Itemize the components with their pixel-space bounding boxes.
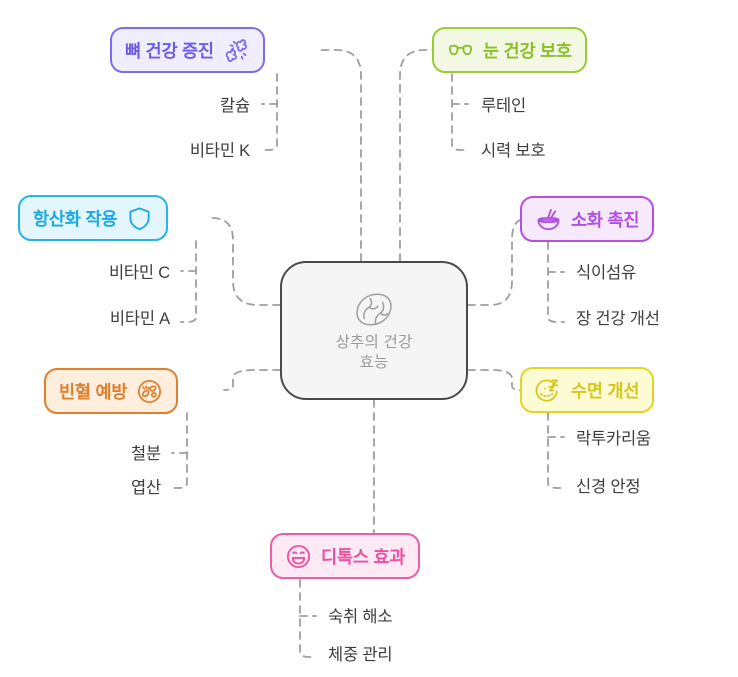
leaf-connector-antiox bbox=[180, 240, 197, 323]
leaf-bone-health-1: 비타민 K bbox=[189, 142, 250, 160]
leaf-anemia-0: 철분 bbox=[131, 445, 161, 463]
leaf-anemia-1: 엽산 bbox=[131, 479, 161, 497]
leaf-antioxidant-1: 비타민 A bbox=[109, 310, 170, 328]
leaf-digestion-0: 식이섬유 bbox=[576, 264, 636, 282]
connector-eye-health bbox=[399, 49, 438, 262]
blood-cells-icon bbox=[138, 379, 162, 403]
leaf-connector-digest bbox=[547, 241, 565, 323]
branch-label-digestion: 소화 촉진 bbox=[571, 209, 640, 230]
leaf-detox-0: 숙취 해소 bbox=[328, 608, 393, 626]
branch-label-bone-health: 뼈 건강 증진 bbox=[125, 40, 214, 61]
leaf-sleep-1: 신경 안정 bbox=[576, 478, 641, 496]
leaf-eye-health-0: 루테인 bbox=[481, 97, 526, 115]
bone-icon bbox=[225, 38, 247, 62]
connector-bone-health bbox=[317, 49, 362, 262]
branch-node-sleep-improvement[interactable]: 수면 개선 bbox=[520, 367, 655, 413]
leaf-connector-anemia bbox=[171, 412, 188, 489]
branch-label-anemia-prevention: 빈혈 예방 bbox=[59, 381, 128, 402]
center-node-label: 상추의 건강 효능 bbox=[335, 333, 413, 371]
branch-label-sleep-improvement: 수면 개선 bbox=[571, 380, 640, 401]
connector-antioxidant bbox=[211, 217, 281, 306]
sleep-icon bbox=[535, 379, 559, 402]
leaf-digestion-1: 장 건강 개선 bbox=[576, 310, 660, 328]
bowl-icon bbox=[537, 208, 560, 230]
branch-node-bone-health[interactable]: 뼈 건강 증진 bbox=[110, 27, 265, 73]
connector-anemia-prevention bbox=[223, 369, 281, 391]
shield-icon bbox=[129, 206, 150, 230]
leaf-sleep-0: 락투카리움 bbox=[576, 430, 651, 448]
branch-node-eye-health[interactable]: 눈 건강 보호 bbox=[432, 27, 587, 73]
leaf-connector-eye bbox=[451, 73, 469, 151]
branch-label-eye-health: 눈 건강 보호 bbox=[483, 40, 572, 61]
center-node[interactable]: 상추의 건강 효능 bbox=[280, 261, 468, 400]
leaf-antioxidant-0: 비타민 C bbox=[108, 264, 170, 282]
leaf-connector-sleep bbox=[547, 412, 565, 489]
leaf-eye-health-1: 시력 보호 bbox=[481, 142, 546, 160]
leaf-bone-health-0: 칼슘 bbox=[220, 97, 250, 115]
glasses-icon bbox=[448, 44, 473, 55]
connector-sleep-improvement bbox=[467, 369, 522, 391]
branch-node-detox[interactable]: 디톡스 효과 bbox=[270, 533, 421, 579]
smiley-icon bbox=[286, 544, 311, 568]
branch-label-antioxidant: 항산화 작용 bbox=[33, 208, 118, 229]
leaf-connector-bone bbox=[261, 73, 278, 151]
branch-node-digestion[interactable]: 소화 촉진 bbox=[520, 196, 655, 242]
leaf-detox-1: 체중 관리 bbox=[328, 646, 393, 664]
branch-node-antioxidant[interactable]: 항산화 작용 bbox=[18, 195, 169, 241]
connector-digestion bbox=[467, 218, 526, 306]
leaf-connector-detox bbox=[299, 579, 317, 658]
lettuce-icon bbox=[356, 293, 392, 326]
branch-node-anemia-prevention[interactable]: 빈혈 예방 bbox=[44, 368, 179, 414]
branch-label-detox: 디톡스 효과 bbox=[321, 546, 406, 567]
